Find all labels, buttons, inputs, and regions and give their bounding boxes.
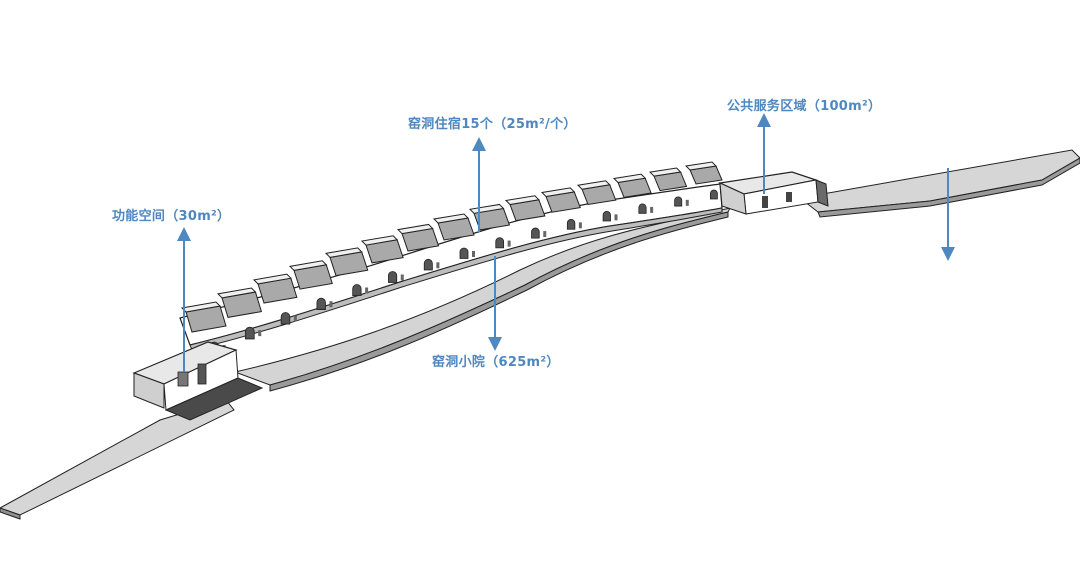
public-service-window: [786, 192, 792, 202]
cave-door: [459, 247, 469, 259]
cave-roof-top: [288, 260, 328, 271]
cave-roof-row: [180, 161, 723, 333]
cave-window: [329, 301, 333, 308]
cave-roof-top: [252, 273, 292, 285]
cave-roof-top: [612, 173, 647, 184]
cave-door: [638, 203, 647, 214]
public-service-side-wall: [719, 182, 747, 215]
cave-window: [650, 206, 654, 213]
cave-roof-top: [360, 235, 399, 246]
function-space-front-wall: [133, 372, 165, 409]
left-ground-edge: [0, 507, 21, 520]
cave-door: [316, 297, 326, 310]
cave-door: [531, 227, 540, 239]
right-ground-edge: [817, 157, 1080, 218]
cave-window: [614, 214, 618, 221]
function-space-label: 功能空间（30m²）: [112, 209, 231, 224]
cave-roof-top: [432, 213, 470, 224]
facade-base: [189, 207, 723, 351]
cave-window: [293, 315, 297, 322]
cave-door: [423, 258, 433, 271]
cave-window: [543, 231, 547, 238]
cave-door: [566, 218, 576, 230]
cave-door: [352, 284, 362, 297]
cave-lodging-label: 窑洞住宿15个（25m²/个）: [408, 117, 577, 132]
cave-door: [602, 211, 611, 222]
cave-window: [507, 240, 511, 247]
cave-roof-top: [216, 287, 257, 299]
function-space-door: [197, 363, 207, 385]
cave-roof-top: [396, 223, 434, 235]
cave-window: [365, 287, 369, 294]
courtyard-slab-edge: [269, 211, 729, 392]
cave-roof-top: [648, 167, 682, 177]
cave-door: [674, 196, 683, 207]
cave-door: [710, 189, 718, 200]
cave-door: [495, 237, 505, 249]
cave-window: [472, 251, 475, 257]
cave-roof-top: [324, 247, 363, 258]
cave-window: [258, 330, 262, 337]
cave-door: [388, 271, 398, 283]
public-service-door: [762, 196, 768, 208]
public-service-label: 公共服务区域（100m²）: [727, 99, 882, 114]
cave-roof-top: [684, 161, 718, 171]
cave-courtyard-label: 窑洞小院（625m²）: [432, 355, 560, 370]
cave-roof-top: [504, 195, 540, 206]
cave-window: [436, 262, 440, 269]
cave-window: [400, 274, 404, 281]
public-service-annex: [815, 179, 829, 207]
cave-window: [685, 199, 689, 206]
cave-door: [280, 312, 291, 325]
cave-roof-top: [576, 180, 611, 190]
cave-roof-top: [540, 187, 576, 198]
cave-door: [244, 326, 255, 340]
function-space-window: [177, 371, 189, 387]
cave-window: [578, 222, 582, 229]
left-ground-slab: [0, 399, 235, 516]
function-space-stairs: [164, 377, 264, 421]
